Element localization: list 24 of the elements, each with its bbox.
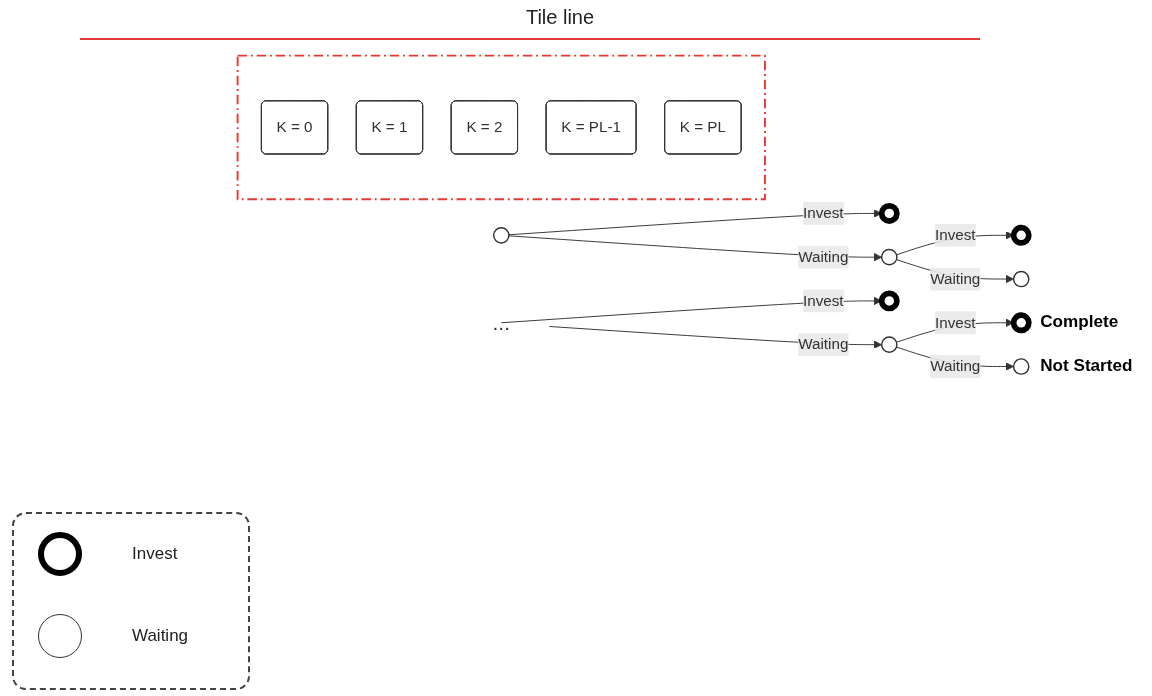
edge-label: Invest: [803, 292, 844, 309]
legend-label: Waiting: [132, 626, 189, 646]
state-label: Not Started: [1040, 356, 1133, 376]
edge-label: Invest: [803, 204, 844, 222]
edge-label: Waiting: [930, 270, 981, 287]
edge-label: Waiting: [798, 336, 849, 353]
node-circle: [1010, 312, 1032, 334]
node-circle: [880, 336, 898, 353]
node-circle: [878, 290, 900, 312]
state-label: Complete: [1040, 312, 1119, 332]
node-circle: [1012, 358, 1030, 375]
node-circle: [878, 203, 900, 224]
cluster: [236, 54, 766, 201]
edge-label: Invest: [934, 226, 976, 243]
edge-label: Waiting: [798, 248, 849, 265]
node-circle: [1012, 270, 1030, 288]
node-circle: [1010, 224, 1032, 246]
bracket-label: Tile line: [525, 6, 595, 29]
edge-label: Waiting: [930, 357, 981, 375]
legend-label: Invest: [132, 544, 178, 564]
node-circle: [880, 248, 898, 266]
edge-label: Invest: [934, 314, 976, 331]
node-text: ...: [492, 310, 510, 335]
node-circle: [492, 227, 510, 244]
